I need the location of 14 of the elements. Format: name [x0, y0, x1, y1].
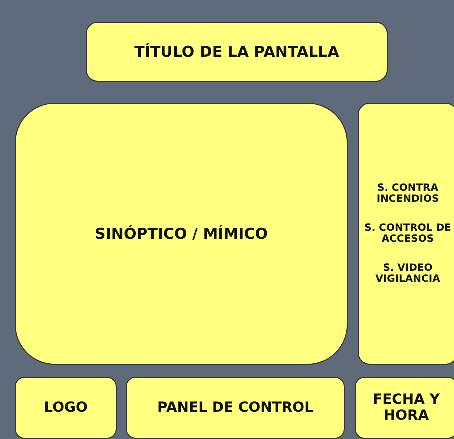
placeholder-panel: [15, 377, 117, 439]
control-panel: [126, 377, 345, 439]
panel-label: SINÓPTICO / MÍMICO: [94, 225, 269, 243]
panel-label: TÍTULO DE LA PANTALLA: [134, 43, 340, 61]
panel-label: PANEL DE CONTROL: [156, 400, 314, 416]
systems-panel: [358, 103, 454, 365]
panel-label: FECHA Y HORA: [372, 392, 441, 424]
date-time-panel: [355, 377, 454, 439]
panel-label: S. VIDEO VIGILANCIA: [374, 263, 442, 285]
panel-label: S. CONTRA INCENDIOS: [376, 183, 440, 205]
panel-label: S. CONTROL DE ACCESOS: [364, 223, 452, 245]
synoptic-panel: [15, 103, 348, 365]
title-panel: [86, 22, 388, 82]
panel-label: LOGO: [43, 400, 89, 416]
